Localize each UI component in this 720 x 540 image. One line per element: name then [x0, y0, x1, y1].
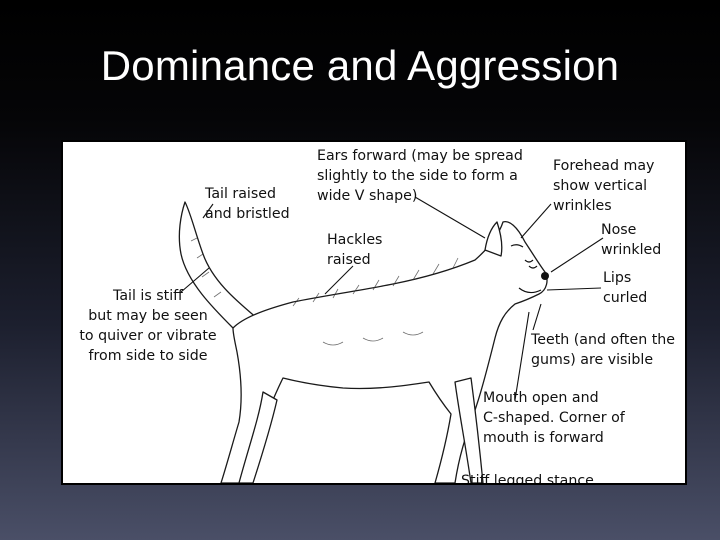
stance-label: Stiff legged stance [461, 473, 594, 485]
tail-raised-label: Tail raised and bristled [205, 186, 290, 222]
dog-eye [510, 244, 524, 248]
hackles-label: Hackles raised [327, 232, 383, 268]
dog-mouth [518, 287, 542, 294]
dog-hind-leg [238, 391, 278, 483]
mouth-pointer [514, 311, 530, 401]
teeth-pointer [532, 303, 542, 331]
slide-title: Dominance and Aggression [100, 42, 620, 89]
dog-ear [484, 221, 503, 257]
lips-label: Lips curled [603, 270, 648, 306]
tail-raised-pointer [202, 203, 214, 219]
teeth-label: Teeth (and often the gums) are visible [531, 332, 676, 368]
nose-pointer [550, 237, 604, 273]
nose-label: Nose wrinkled [601, 222, 662, 258]
ears-label: Ears forward (may be spread slightly to … [317, 148, 523, 204]
tail-stiff-pointer [180, 267, 210, 293]
forehead-label: Forehead may show vertical wrinkles [553, 158, 655, 214]
mouth-label: Mouth open and C-shaped. Corner of mouth… [483, 390, 625, 446]
lips-pointer [546, 287, 602, 291]
ears-pointer [414, 196, 486, 239]
dog-nose [541, 272, 549, 280]
dog-aggression-diagram: Ears forward (may be spread slightly to … [61, 140, 687, 485]
tail-stiff-label: Tail is stiff but may be seen to quiver … [79, 288, 217, 364]
hackles-pointer [324, 265, 354, 295]
dog-front-leg [454, 377, 484, 483]
dog-illustration [178, 196, 604, 483]
forehead-pointer [520, 203, 552, 239]
